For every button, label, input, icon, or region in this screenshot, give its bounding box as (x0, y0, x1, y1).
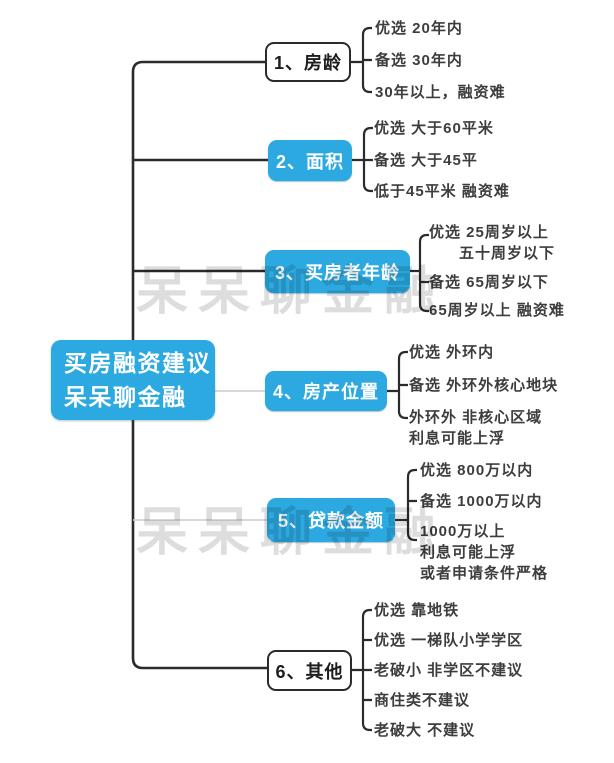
branch-node-1[interactable]: 1、房龄 (265, 42, 351, 82)
leaf-node-3-3[interactable]: 65周岁以上 融资难 (429, 300, 565, 321)
leaf-line: 备选 1000万以内 (420, 493, 543, 510)
branch-node-3[interactable]: 3、买房者年龄 (265, 250, 410, 293)
leaf-line: 30年以上，融资难 (375, 84, 506, 101)
leaf-node-6-5[interactable]: 老破大 不建议 (374, 720, 475, 741)
leaf-node-4-3[interactable]: 外环外 非核心区域利息可能上浮 (409, 407, 542, 449)
leaf-node-3-2[interactable]: 备选 65周岁以下 (429, 272, 549, 293)
connector-path (410, 233, 429, 313)
root-title-line2: 呆呆聊金融 (64, 384, 187, 410)
branch-label: 1、房龄 (273, 53, 342, 73)
leaf-line: 老破大 不建议 (374, 722, 476, 739)
root-title-line1: 买房融资建议 (64, 350, 211, 376)
leaf-line: 利息可能上浮 (409, 430, 506, 447)
leaf-node-6-3[interactable]: 老破小 非学区不建议 (374, 660, 523, 681)
leaf-node-3-1[interactable]: 优选 25周岁以上五十周岁以下 (429, 222, 555, 264)
branch-node-6[interactable]: 6、其他 (267, 650, 352, 691)
leaf-line: 优选 外环内 (409, 344, 495, 361)
leaf-node-2-3[interactable]: 低于45平米 融资难 (374, 181, 510, 202)
connector-path (387, 350, 408, 420)
leaf-line: 备选 大于45平 (374, 152, 478, 169)
leaf-node-2-2[interactable]: 备选 大于45平 (374, 150, 478, 171)
leaf-line: 备选 30年内 (375, 52, 463, 69)
leaf-line: 商住类不建议 (374, 692, 471, 709)
branch-label: 3、买房者年龄 (274, 262, 400, 283)
branch-label: 6、其他 (275, 661, 344, 682)
leaf-line: 低于45平米 融资难 (374, 183, 510, 200)
leaf-line: 或者申请条件严格 (420, 565, 549, 582)
connector-path (352, 126, 373, 193)
leaf-line: 外环外 非核心区域 (409, 409, 543, 426)
leaf-node-6-1[interactable]: 优选 靠地铁 (374, 600, 459, 621)
leaf-node-2-1[interactable]: 优选 大于60平米 (374, 118, 494, 139)
branch-label: 2、面积 (275, 151, 344, 172)
mindmap-root-node[interactable]: 买房融资建议 呆呆聊金融 (51, 340, 215, 420)
leaf-line: 优选 靠地铁 (374, 602, 460, 619)
branch-node-4[interactable]: 4、房产位置 (265, 371, 387, 411)
leaf-node-5-1[interactable]: 优选 800万以内 (420, 460, 533, 481)
leaf-line: 备选 外环外核心地块 (409, 377, 559, 394)
connector-path (352, 608, 372, 732)
connector-path (395, 468, 417, 542)
leaf-line: 优选 800万以内 (420, 462, 534, 479)
leaf-node-4-1[interactable]: 优选 外环内 (409, 342, 494, 363)
branch-node-5[interactable]: 5、贷款金额 (267, 498, 395, 542)
leaf-node-6-4[interactable]: 商住类不建议 (374, 690, 470, 711)
leaf-line: 优选 25周岁以上 (429, 224, 549, 241)
leaf-line: 优选 大于60平米 (374, 120, 494, 137)
leaf-line: 优选 一梯队小学学区 (374, 632, 524, 649)
leaf-line: 老破小 非学区不建议 (374, 662, 524, 679)
leaf-node-5-2[interactable]: 备选 1000万以内 (420, 491, 543, 512)
leaf-node-4-2[interactable]: 备选 外环外核心地块 (409, 375, 558, 396)
branch-node-2[interactable]: 2、面积 (268, 140, 352, 181)
leaf-line: 利息可能上浮 (420, 544, 517, 561)
leaf-node-1-1[interactable]: 优选 20年内 (375, 18, 463, 39)
branch-label: 4、房产位置 (272, 382, 379, 402)
leaf-line: 1000万以上 (420, 523, 506, 540)
connector-path (351, 26, 372, 94)
leaf-line: 五十周岁以下 (459, 245, 556, 262)
leaf-line: 备选 65周岁以下 (429, 274, 549, 291)
branch-label: 5、贷款金额 (277, 511, 384, 531)
leaf-node-6-2[interactable]: 优选 一梯队小学学区 (374, 630, 523, 651)
leaf-node-1-2[interactable]: 备选 30年内 (375, 50, 463, 71)
leaf-line: 65周岁以上 融资难 (429, 302, 565, 319)
leaf-node-5-3[interactable]: 1000万以上利息可能上浮或者申请条件严格 (420, 521, 548, 584)
leaf-node-1-3[interactable]: 30年以上，融资难 (375, 82, 506, 103)
leaf-line: 优选 20年内 (375, 20, 463, 37)
